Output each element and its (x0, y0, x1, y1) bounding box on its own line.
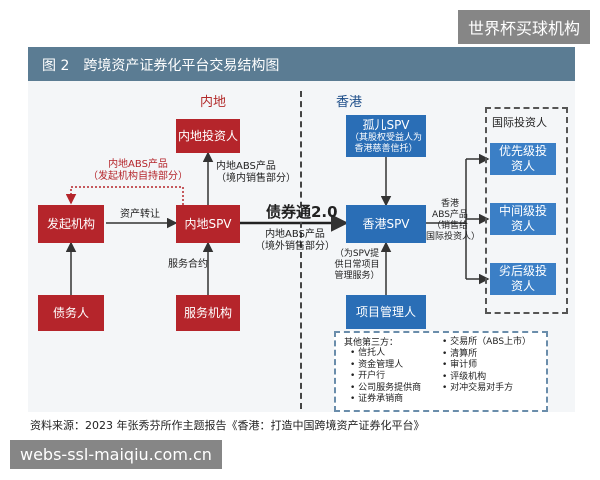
third-party-item: 证券承销商 (350, 394, 421, 406)
third-party-item: 评级机构 (442, 372, 531, 384)
self-hold-label-line1: 内地ABS产品 (108, 159, 168, 170)
self-hold-label: 内地ABS产品 （发起机构自持部分） (88, 159, 188, 183)
third-parties-title: 其他第三方： (344, 338, 399, 348)
senior-investor-box: 优先级投资人 (490, 143, 556, 175)
bond-connect-label: 债券通2.0 (266, 203, 338, 221)
third-parties-left: 信托人 资金管理人 开户行 公司服务提供商 证券承销商 (350, 348, 421, 406)
pm-service-label: （为SPV提 供日常项目 管理服务） (328, 249, 386, 282)
hk-abs-label: 香港 ABS产品 （销售给 国际投资人） (426, 199, 481, 243)
third-party-item: 清算所 (442, 349, 531, 361)
self-hold-label-line2: （发起机构自持部分） (88, 171, 188, 182)
edge-self-hold (65, 186, 184, 217)
third-party-item: 公司服务提供商 (350, 383, 421, 395)
overseas-sale-label-line2: （境外销售部分） (255, 241, 335, 252)
junior-investor-box: 劣后级投资人 (490, 263, 556, 295)
region-mainland: 内地 (200, 95, 227, 110)
domestic-sale-label-line2: （境内销售部分） (216, 173, 296, 184)
hk-abs-line2: ABS产品 (432, 210, 468, 220)
servicer-box: 服务机构 (176, 295, 240, 331)
figure-header: 图 2 跨境资产证券化平台交易结构图 (28, 47, 575, 81)
third-party-item: 审计师 (442, 360, 531, 372)
debtor-box: 债务人 (38, 295, 104, 331)
third-parties-box: 其他第三方： 信托人 资金管理人 开户行 公司服务提供商 证券承销商 交易所（A… (334, 331, 548, 412)
watermark-bottom: webs-ssl-maiqiu.com.cn (10, 440, 222, 469)
service-contract-label: 服务合约 (168, 259, 208, 270)
pm-service-line2: 供日常项目 (334, 260, 380, 270)
hk-abs-line1: 香港 (440, 199, 459, 209)
orphan-spv-title: 孤儿SPV (362, 117, 410, 132)
asset-transfer-label: 资产转让 (120, 209, 160, 220)
figure: 图 2 跨境资产证券化平台交易结构图 (28, 47, 575, 412)
mainland-investor-box: 内地投资人 (176, 119, 240, 153)
originator-box: 发起机构 (38, 205, 104, 243)
connector-lines (65, 151, 490, 295)
hk-spv-box: 香港SPV (346, 205, 426, 243)
domestic-sale-label-line1: 内地ABS产品 (216, 161, 276, 172)
mezzanine-investor-box: 中间级投资人 (490, 203, 556, 235)
orphan-spv-note: （其股权受益人为香港慈善信托） (349, 132, 422, 154)
third-party-item: 开户行 (350, 371, 421, 383)
intl-investors-group (485, 107, 568, 314)
figure-title: 图 2 跨境资产证券化平台交易结构图 (42, 58, 280, 74)
project-manager-box: 项目管理人 (346, 295, 426, 329)
watermark-top: 世界杯买球机构 (457, 10, 590, 44)
domestic-sale-label: 内地ABS产品 （境内销售部分） (216, 161, 296, 185)
overseas-sale-label-line1: 内地ABS产品 (265, 229, 325, 240)
third-parties-right: 交易所（ABS上市） 清算所 审计师 评级机构 对冲交易对手方 (442, 337, 531, 395)
third-party-item: 信托人 (350, 348, 421, 360)
intl-investors-label: 国际投资人 (492, 116, 547, 129)
overseas-sale-label: 内地ABS产品 （境外销售部分） (252, 229, 338, 253)
figure-source: 资料来源：2023 年张秀芬所作主题报告《香港：打造中国跨境资产证券化平台》 (30, 419, 425, 432)
hk-abs-line3: （销售给 (431, 221, 468, 231)
border-divider (300, 91, 302, 409)
pm-service-line3: 管理服务） (334, 271, 380, 281)
hk-abs-line4: 国际投资人） (426, 232, 481, 242)
pm-service-line1: （为SPV提 (334, 249, 380, 259)
third-party-item: 交易所（ABS上市） (442, 337, 531, 349)
region-hongkong: 香港 (336, 95, 363, 110)
third-party-item: 资金管理人 (350, 360, 421, 372)
mainland-spv-box: 内地SPV (176, 205, 240, 243)
third-party-item: 对冲交易对手方 (442, 383, 531, 395)
orphan-spv-box: 孤儿SPV （其股权受益人为香港慈善信托） (346, 115, 426, 157)
